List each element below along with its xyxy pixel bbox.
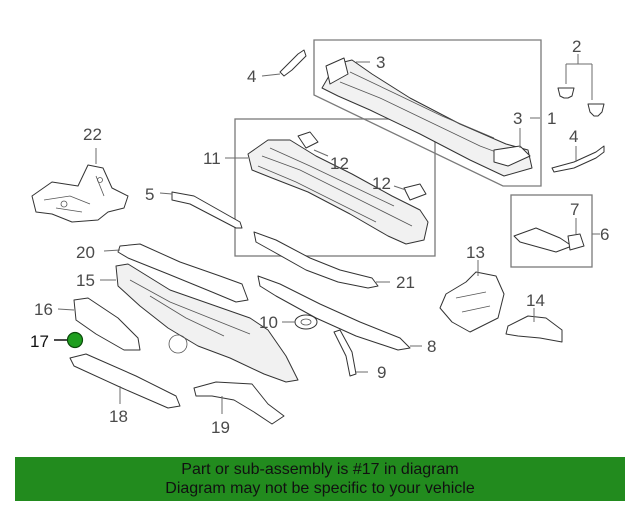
part-6: 7 6 <box>513 200 609 253</box>
callout-9: 9 <box>377 363 386 382</box>
part-20: 20 <box>76 243 249 303</box>
parts-diagram: 22 5 4 1 3 3 2 4 <box>30 37 609 437</box>
part-13: 13 <box>439 243 505 333</box>
callout-19: 19 <box>211 418 230 437</box>
info-banner: Part or sub-assembly is #17 in diagram D… <box>15 457 625 501</box>
part-14: 14 <box>505 291 563 343</box>
banner-line-1: Part or sub-assembly is #17 in diagram <box>181 461 459 478</box>
callout-10: 10 <box>259 313 278 332</box>
callout-4-upper: 4 <box>247 67 256 86</box>
callout-11: 11 <box>203 149 221 168</box>
callout-4-right: 4 <box>569 127 578 146</box>
part-17-marker <box>66 331 84 349</box>
callout-13: 13 <box>466 243 485 262</box>
callout-15: 15 <box>76 271 95 290</box>
callout-12-lower: 12 <box>372 174 391 193</box>
callout-18: 18 <box>109 407 128 426</box>
callout-12-upper: 12 <box>330 154 349 173</box>
callout-8: 8 <box>427 337 436 356</box>
callout-20: 20 <box>76 243 95 262</box>
part-17: 17 <box>30 331 84 351</box>
callout-6: 6 <box>600 225 609 244</box>
callout-14: 14 <box>526 291 545 310</box>
part-4-right: 4 <box>551 127 605 173</box>
part-8: 8 <box>257 275 436 356</box>
callout-3-upper: 3 <box>376 53 385 72</box>
part-5: 5 <box>145 185 243 229</box>
part-19: 19 <box>193 381 285 437</box>
part-22: 22 <box>31 125 129 223</box>
group-box-6 <box>510 194 593 268</box>
part-10: 10 <box>259 313 318 332</box>
callout-5: 5 <box>145 185 154 204</box>
callout-17: 17 <box>30 332 49 351</box>
part-1: 1 3 3 <box>321 53 556 177</box>
callout-21: 21 <box>396 273 415 292</box>
callout-16: 16 <box>34 300 53 319</box>
part-11: 11 12 12 <box>203 131 429 245</box>
callout-2: 2 <box>572 37 581 56</box>
part-15: 15 <box>76 263 299 383</box>
part-21: 21 <box>253 231 415 292</box>
part-16: 16 <box>34 297 141 351</box>
banner-line-2: Diagram may not be specific to your vehi… <box>165 480 475 497</box>
part-2: 2 <box>557 37 605 117</box>
group-box-1 <box>313 39 542 187</box>
callout-1: 1 <box>547 109 556 128</box>
part-18: 18 <box>69 353 181 426</box>
part-9: 9 <box>333 329 386 382</box>
group-box-11 <box>234 118 436 257</box>
part-4-upper: 4 <box>247 49 307 86</box>
callout-7: 7 <box>570 200 579 219</box>
callout-22: 22 <box>83 125 102 144</box>
callout-3-lower: 3 <box>513 109 522 128</box>
